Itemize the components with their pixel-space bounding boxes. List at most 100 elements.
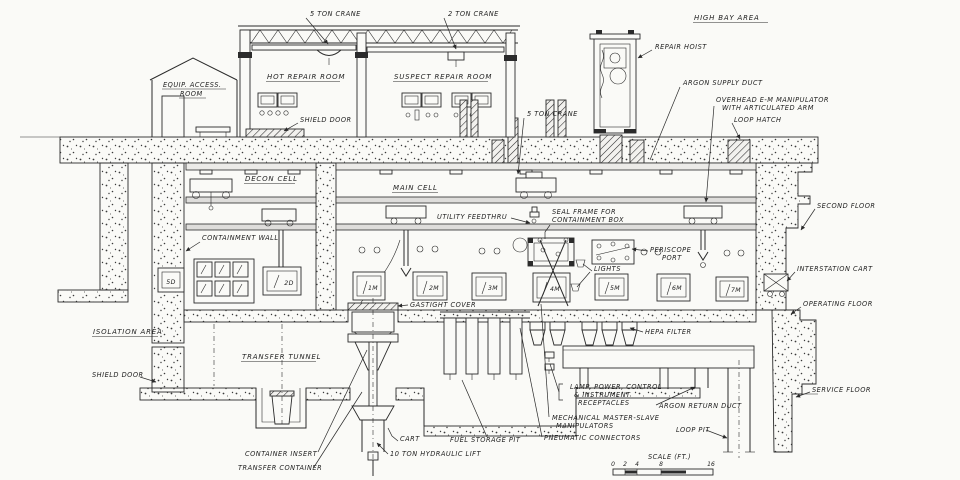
- em-manipulator-trolley-right: [683, 205, 723, 268]
- label-lamp-power-3: RECEPTACLES: [578, 399, 630, 407]
- receptacle-fittings: [544, 351, 555, 374]
- hepa-filters: [529, 321, 638, 346]
- label-5-ton-crane-roof: 5 TON CRANE: [310, 10, 361, 18]
- scale-tick-8: 8: [659, 461, 663, 468]
- five-ton-crane-hoist: [316, 49, 342, 56]
- high-bay-floor-slab: [59, 136, 819, 164]
- seal-frame: [527, 237, 575, 267]
- main-crane-rail-lower: [335, 223, 757, 231]
- utility-feedthru-fitting: [529, 206, 540, 224]
- label-loop-hatch: LOOP HATCH: [734, 116, 782, 124]
- scale-tick-0: 0: [611, 461, 615, 468]
- scale-tick-4: 4: [635, 461, 639, 468]
- label-equip-access-2: ROOM: [180, 90, 203, 98]
- svg-text:2M: 2M: [429, 285, 439, 292]
- label-repair-hoist: REPAIR HOIST: [655, 43, 707, 51]
- truss-roof: [238, 25, 520, 44]
- argon-return-duct-shape: [694, 368, 709, 388]
- label-decon-cell: DECON CELL: [245, 175, 298, 183]
- label-10-ton-lift: 10 TON HYDRAULIC LIFT: [390, 450, 481, 458]
- fuel-pit-floor: [423, 425, 577, 437]
- window-2m: 2M: [412, 271, 448, 301]
- label-hepa-filter: HEPA FILTER: [645, 328, 692, 336]
- svg-text:5M: 5M: [610, 285, 620, 292]
- label-lamp-power-1: LAMP, POWER, CONTROL: [570, 383, 662, 391]
- label-periscope-2: PORT: [662, 254, 682, 262]
- two-ton-crane-bridge: [366, 46, 505, 53]
- floor-penetration-2: [629, 139, 645, 164]
- window-2d: 2D: [262, 266, 302, 296]
- tunnel-floor-3: [395, 387, 425, 401]
- container-insert-pit: [255, 324, 307, 429]
- lift-cart: [351, 405, 395, 421]
- duct-plenum: [562, 345, 755, 389]
- tunnel-floor-2: [305, 387, 351, 401]
- transfer-lift-assembly: [347, 298, 399, 478]
- decon-crane-rail-upper: [185, 196, 317, 204]
- hot-repair-room: [245, 44, 357, 138]
- main-cell-windows: 1M 2M 3M 4M 5M 6M 7M: [352, 271, 749, 303]
- decon-crane: [189, 178, 233, 211]
- label-periscope-1: PERISCOPE: [650, 246, 692, 254]
- tunnel-floor-1: [139, 387, 257, 401]
- svg-text:6M: 6M: [672, 285, 682, 292]
- interstation-cart-shape: [763, 273, 789, 297]
- periscope-port: [591, 239, 635, 265]
- high-bay: [149, 25, 641, 138]
- operating-floor-slab-left: [183, 309, 349, 323]
- cell-porthole: [512, 237, 528, 253]
- label-gastight-cover: GASTIGHT COVER: [410, 301, 476, 309]
- label-containment-wall: CONTAINMENT WALL: [202, 234, 279, 242]
- label-high-bay-area: HIGH BAY AREA: [694, 14, 760, 22]
- two-ton-crane-trolley: [447, 51, 465, 61]
- label-container-insert: CONTAINER INSERT: [245, 450, 318, 458]
- label-transfer-tunnel: TRANSFER TUNNEL: [242, 353, 321, 361]
- label-argon-supply-duct: ARGON SUPPLY DUCT: [682, 79, 763, 87]
- label-suspect-repair-room: SUSPECT REPAIR ROOM: [394, 73, 492, 81]
- main-cell: 1M 2M 3M 4M 5M 6M 7M: [335, 162, 757, 307]
- label-utility-feedthru: UTILITY FEEDTHRU: [437, 213, 507, 221]
- scale-tick-16: 16: [707, 461, 715, 468]
- decon-cell: 2D 5D: [157, 162, 317, 304]
- label-transfer-container: TRANSFER CONTAINER: [238, 464, 322, 472]
- svg-text:3M: 3M: [488, 285, 498, 292]
- shield-door-hatch: [245, 128, 305, 138]
- labels: 5 TON CRANE 2 TON CRANE HIGH BAY AREA RE…: [92, 10, 875, 472]
- isolation-ledge: [57, 289, 129, 303]
- label-lamp-power-2: & INSTRUMENT: [574, 391, 631, 399]
- main-crane-rail-upper: [335, 196, 757, 204]
- hot-suspect-wall: [356, 32, 367, 138]
- label-argon-return-duct: ARGON RETURN DUCT: [658, 402, 742, 410]
- label-operating-floor: OPERATING FLOOR: [803, 300, 873, 308]
- label-service-floor: SERVICE FLOOR: [812, 386, 871, 394]
- equip-room-door: [161, 95, 185, 138]
- decon-window-grid: [193, 258, 255, 304]
- window-2d-label: 2D: [284, 280, 294, 287]
- label-main-cell: MAIN CELL: [393, 184, 438, 192]
- label-mech-ms-1: MECHANICAL MASTER-SLAVE: [552, 414, 660, 422]
- bench: [195, 126, 231, 133]
- hot-room-left-wall: [239, 29, 251, 138]
- label-interstation-cart: INTERSTATION CART: [797, 265, 873, 273]
- window-5d: 5D: [157, 267, 185, 293]
- decon-manipulator: [261, 208, 297, 282]
- window-1m: 1M: [352, 271, 386, 301]
- window-6m: 6M: [656, 273, 691, 302]
- label-overhead-em-2: WITH ARTICULATED ARM: [722, 104, 814, 112]
- transfer-container-rod: [368, 341, 378, 413]
- label-cart: CART: [400, 435, 420, 443]
- operating-floor-slab-right: [397, 309, 757, 323]
- window-5d-label: 5D: [166, 279, 176, 286]
- label-loop-pit: LOOP PIT: [676, 426, 710, 434]
- cell-separator-wall: [315, 162, 337, 311]
- leader-lines: [139, 17, 816, 468]
- window-7m: 7M: [715, 276, 749, 302]
- scale-title: SCALE (FT.): [648, 453, 691, 461]
- five-ton-crane-bridge: [251, 44, 357, 51]
- label-shield-door-top: SHIELD DOOR: [300, 116, 352, 124]
- hoist-base-penetration: [599, 134, 623, 164]
- equip-access-room: [149, 57, 238, 138]
- main-cell-crane: [515, 171, 557, 199]
